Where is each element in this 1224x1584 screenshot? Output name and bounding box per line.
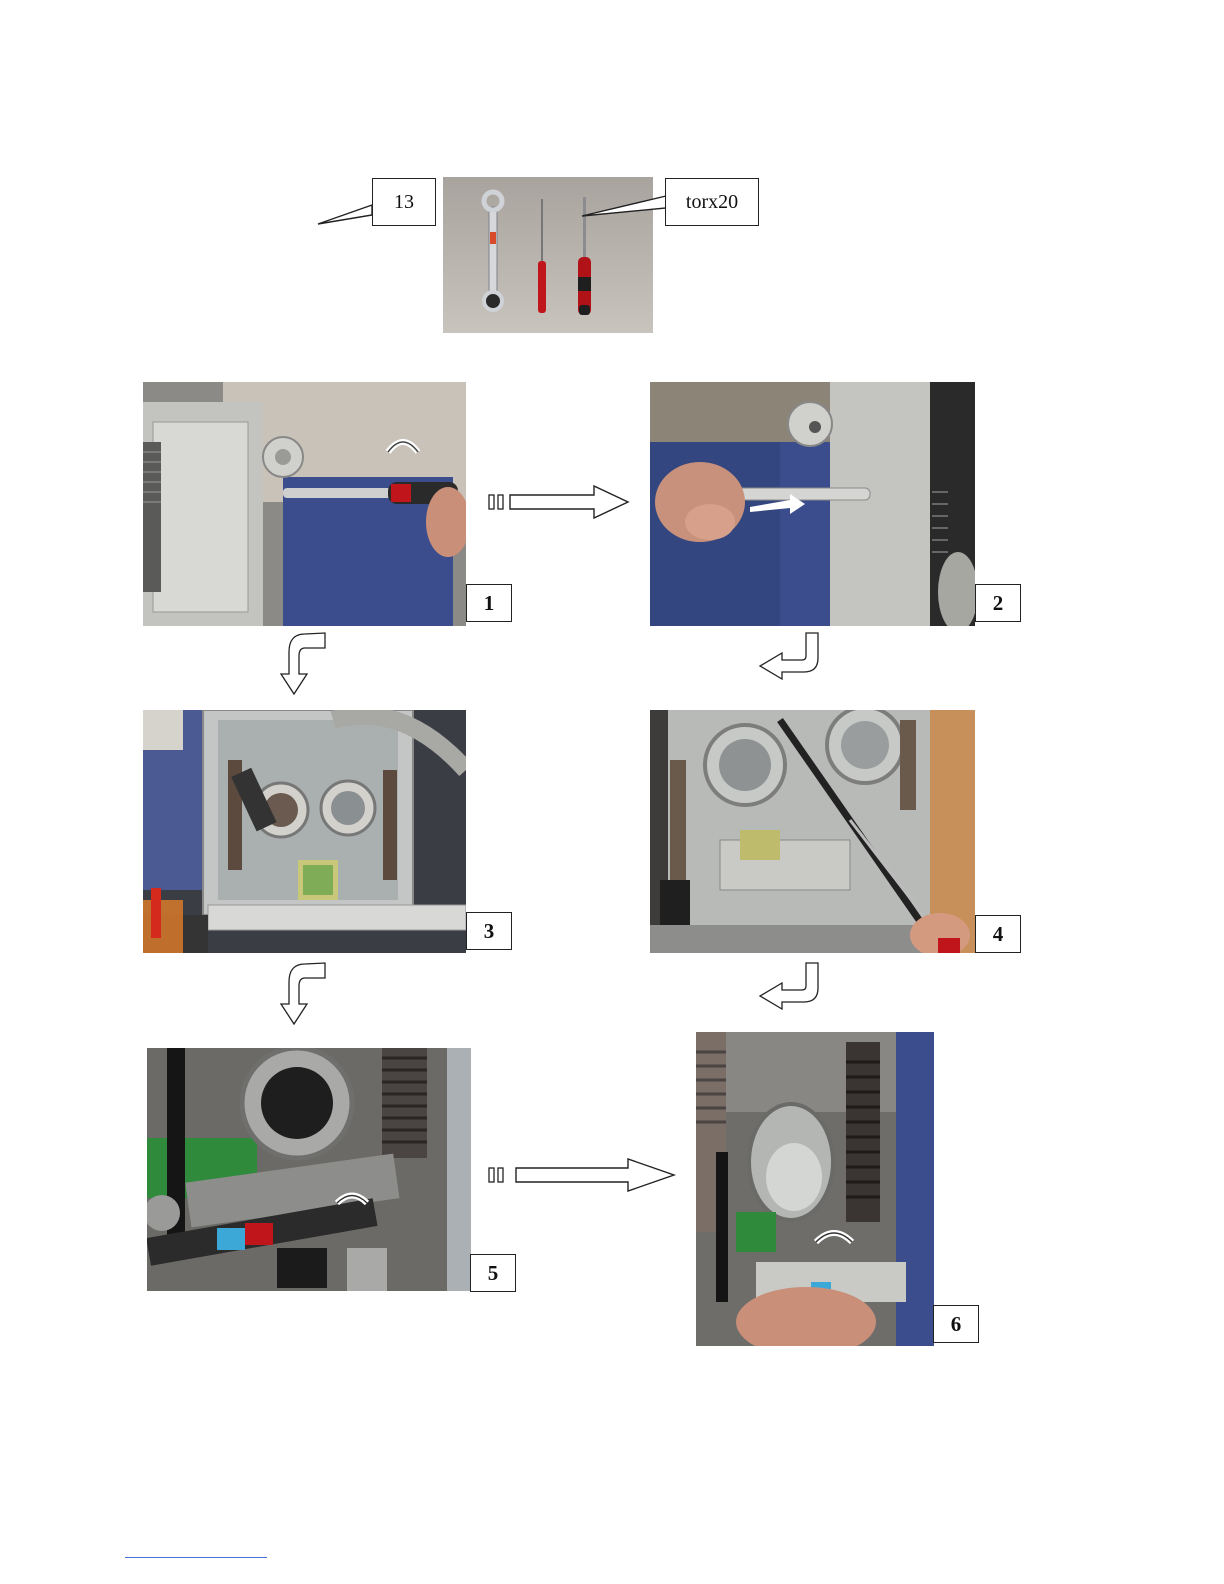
step-3-badge: 3 bbox=[466, 912, 512, 950]
arrow-down-3-to-5-icon bbox=[277, 960, 333, 1028]
arrow-right-5-to-6-icon bbox=[486, 1156, 678, 1194]
step-1-photo bbox=[143, 382, 466, 626]
step-3-number: 3 bbox=[484, 919, 495, 944]
arrow-down-4-to-6-icon bbox=[756, 960, 824, 1012]
step-3-photo bbox=[143, 710, 466, 953]
step-6-number: 6 bbox=[951, 1312, 962, 1337]
step-1-badge: 1 bbox=[466, 584, 512, 622]
arrow-right-1-to-2-icon bbox=[486, 483, 631, 521]
footnote-separator bbox=[125, 1557, 267, 1558]
step-2-number: 2 bbox=[993, 591, 1004, 616]
step-5-badge: 5 bbox=[470, 1254, 516, 1292]
step-1-number: 1 bbox=[484, 591, 495, 616]
arrow-down-2-to-4-icon bbox=[756, 630, 824, 682]
step-4-badge: 4 bbox=[975, 915, 1021, 953]
step-4-photo bbox=[650, 710, 975, 953]
step-6-photo bbox=[696, 1032, 934, 1346]
step-4-number: 4 bbox=[993, 922, 1004, 947]
step-5-photo bbox=[147, 1048, 471, 1291]
callout-torx20-box: torx20 bbox=[665, 178, 759, 226]
arrow-down-1-to-3-icon bbox=[277, 630, 333, 698]
step-2-photo bbox=[650, 382, 975, 626]
step-6-badge: 6 bbox=[933, 1305, 979, 1343]
step-5-number: 5 bbox=[488, 1261, 499, 1286]
callout-13-box: 13 bbox=[372, 178, 436, 226]
callout-torx20-label: torx20 bbox=[686, 191, 738, 214]
step-2-badge: 2 bbox=[975, 584, 1021, 622]
callout-13-label: 13 bbox=[394, 191, 414, 214]
